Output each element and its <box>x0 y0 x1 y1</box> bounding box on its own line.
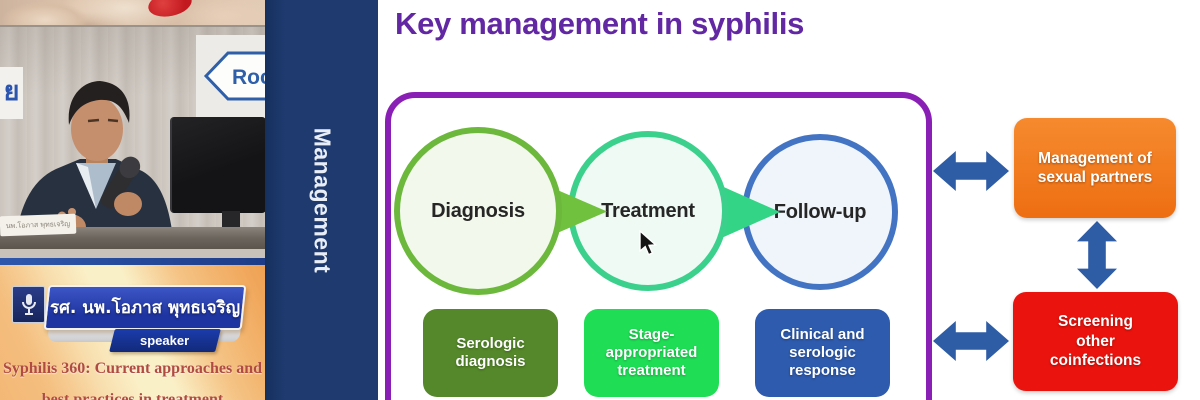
section-band-label: Management <box>309 127 335 273</box>
thai-sign-fragment: ย <box>0 67 23 119</box>
double-arrow-vertical-icon <box>1077 221 1117 289</box>
video-divider-line <box>0 258 265 265</box>
clinical-response-box: Clinical and serologic response <box>755 309 890 397</box>
diagnosis-label: Diagnosis <box>431 199 525 222</box>
speaker-hand-mic <box>114 192 142 216</box>
handheld-microphone <box>100 156 141 209</box>
speaker-role: speaker <box>140 333 190 348</box>
mouse-cursor-icon <box>639 230 658 256</box>
speaker-name: รศ. นพ.โอภาส พุทธเจริญ <box>49 298 241 318</box>
double-arrow-top-icon <box>933 151 1009 191</box>
desk-name-card: นพ.โอภาส พุทธเจริญ <box>0 213 77 237</box>
caption-area: รศ. นพ.โอภาส พุทธเจริญ speaker Syphilis … <box>0 265 265 400</box>
monitor-screen <box>170 117 265 213</box>
monitor-stand <box>222 211 240 229</box>
partner-management-box: Management of sexual partners <box>1014 118 1176 218</box>
screening-coinfections-box: Screening other coinfections <box>1013 292 1178 391</box>
followup-label: Follow-up <box>773 200 867 223</box>
podium-front <box>0 249 265 259</box>
slide-panel: Key management in syphilis Follow-up Tre… <box>378 0 1200 400</box>
talk-title-line1: Syphilis 360: Current approaches and <box>2 360 262 377</box>
flow-frame <box>385 92 932 400</box>
speaker-hair <box>68 81 130 125</box>
talk-title-line2: best practices in treatment <box>41 391 224 400</box>
video-frame: Roc ย <box>0 27 265 259</box>
roche-logo-sign: Roc <box>203 51 265 101</box>
stage-treatment-box: Stage- appropriated treatment <box>584 309 719 397</box>
roche-sign-text: Roc <box>232 66 265 89</box>
speaker-video-panel: Roc ย <box>0 0 265 400</box>
speaker-role-tag: speaker <box>109 329 221 352</box>
section-band-management: Management <box>265 0 378 400</box>
serologic-diagnosis-box: Serologic diagnosis <box>423 309 558 397</box>
speaker-face <box>71 97 123 161</box>
treatment-label: Treatment <box>601 199 695 222</box>
double-arrow-bottom-icon <box>933 321 1009 361</box>
speaker-name-banner: รศ. นพ.โอภาส พุทธเจริญ <box>43 285 247 330</box>
microphone-icon <box>12 286 45 323</box>
slide-title: Key management in syphilis <box>395 6 805 41</box>
red-lesion-spot <box>145 0 195 21</box>
flow-step-diagnosis: Diagnosis <box>394 127 562 295</box>
hands-photo-strip <box>0 0 265 27</box>
